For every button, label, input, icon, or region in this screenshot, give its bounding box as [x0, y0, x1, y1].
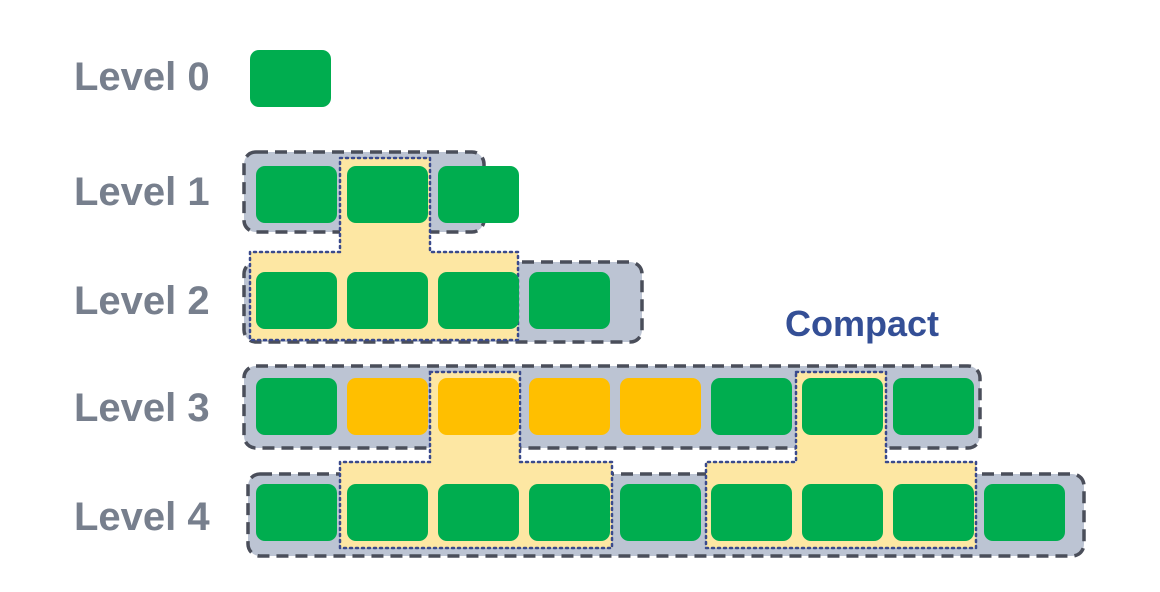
level-3-block-0: [256, 378, 337, 435]
level-3-block-4: [620, 378, 701, 435]
level-label-2: Level 2: [74, 279, 210, 323]
level-2-block-1: [347, 272, 428, 329]
level-1-block-2: [438, 166, 519, 223]
level-4-block-6: [802, 484, 883, 541]
blocks: [250, 50, 1065, 541]
level-labels: Level 0 Level 1 Level 2 Level 3 Level 4: [74, 55, 210, 539]
level-2-block-3: [529, 272, 610, 329]
level-3-block-2: [438, 378, 519, 435]
level-0-block-0: [250, 50, 331, 107]
level-label-3: Level 3: [74, 386, 210, 430]
level-label-4: Level 4: [74, 495, 210, 539]
level-2-block-0: [256, 272, 337, 329]
level-4-block-0: [256, 484, 337, 541]
level-3-block-5: [711, 378, 792, 435]
level-4-block-5: [711, 484, 792, 541]
level-4-block-8: [984, 484, 1065, 541]
level-2-block-2: [438, 272, 519, 329]
level-label-0: Level 0: [74, 55, 210, 99]
level-3-block-1: [347, 378, 428, 435]
level-4-block-1: [347, 484, 428, 541]
compact-label: Compact: [785, 303, 939, 344]
level-4-block-2: [438, 484, 519, 541]
level-3-block-6: [802, 378, 883, 435]
level-4-block-3: [529, 484, 610, 541]
level-label-1: Level 1: [74, 170, 210, 214]
level-4-block-7: [893, 484, 974, 541]
level-3-block-3: [529, 378, 610, 435]
level-4-block-4: [620, 484, 701, 541]
level-1-block-1: [347, 166, 428, 223]
level-1-block-0: [256, 166, 337, 223]
level-3-block-7: [893, 378, 974, 435]
